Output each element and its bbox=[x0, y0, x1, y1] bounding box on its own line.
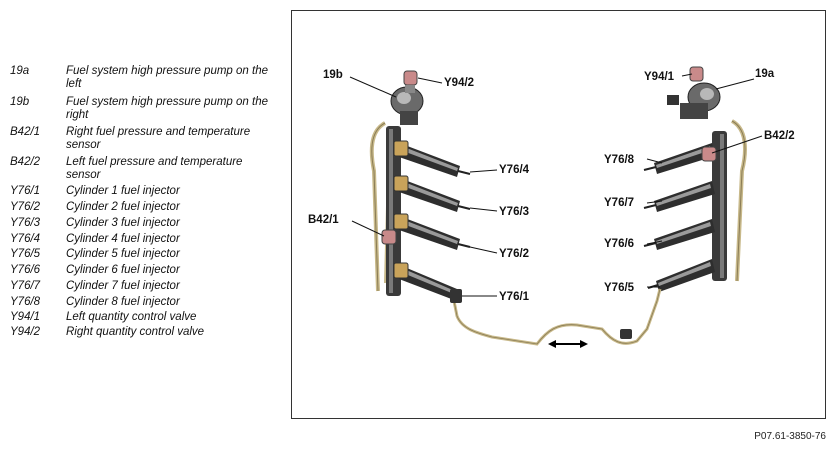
left-fuel-rail bbox=[369, 121, 401, 296]
legend-code: 19b bbox=[10, 96, 30, 108]
callout-y76-6: Y76/6 bbox=[604, 238, 634, 250]
pump-19b bbox=[390, 86, 424, 125]
legend-desc: Fuel system high pressure pump on the ri… bbox=[66, 96, 268, 121]
legend-code: Y94/1 bbox=[10, 311, 41, 323]
legend-code: Y76/4 bbox=[10, 233, 41, 245]
connecting-fuel-line bbox=[450, 288, 662, 346]
legend-code: Y76/7 bbox=[10, 280, 41, 292]
callout-y76-8: Y76/8 bbox=[604, 154, 635, 166]
legend-code: Y76/6 bbox=[10, 264, 41, 276]
callout-y76-5: Y76/5 bbox=[604, 282, 635, 294]
injector-y76-3 bbox=[393, 175, 471, 212]
pump-19a bbox=[667, 82, 721, 119]
sensor-b42-2 bbox=[701, 146, 717, 162]
legend-code: 19a bbox=[10, 65, 30, 77]
legend-code: Y76/2 bbox=[10, 201, 41, 213]
callout-y76-3: Y76/3 bbox=[499, 206, 529, 218]
legend-desc: Left fuel pressure and temperature senso… bbox=[66, 156, 243, 181]
fuel-system-figure: 19b Y94/2 Y94/1 19a B42/2 B42/1 Y76/8 Y7… bbox=[291, 10, 826, 419]
right-fuel-rail bbox=[712, 119, 747, 282]
right-injectors bbox=[643, 143, 715, 292]
callout-y76-7: Y76/7 bbox=[604, 197, 634, 209]
legend-code: Y76/1 bbox=[10, 185, 41, 197]
legend-desc: Right quantity control valve bbox=[66, 326, 205, 338]
legend-desc: Cylinder 8 fuel injector bbox=[66, 296, 180, 308]
injector-y76-4 bbox=[393, 140, 471, 177]
left-injectors bbox=[393, 140, 471, 300]
legend-desc: Cylinder 3 fuel injector bbox=[66, 217, 180, 229]
injector-y76-8 bbox=[643, 143, 715, 174]
legend-code: Y94/2 bbox=[10, 326, 41, 338]
callout-y94-1: Y94/1 bbox=[644, 71, 675, 83]
legend-desc: Cylinder 2 fuel injector bbox=[66, 201, 180, 213]
legend-code: B42/1 bbox=[10, 126, 41, 138]
double-arrow-icon bbox=[548, 340, 588, 348]
legend-desc: Cylinder 7 fuel injector bbox=[66, 280, 180, 292]
legend-code: Y76/5 bbox=[10, 248, 41, 260]
sensor-b42-1 bbox=[381, 229, 397, 245]
legend-desc: Cylinder 1 fuel injector bbox=[66, 185, 180, 197]
legend-code: Y76/8 bbox=[10, 296, 41, 308]
legend-code: Y76/3 bbox=[10, 217, 41, 229]
callout-b42-2: B42/2 bbox=[764, 130, 795, 142]
legend-desc: Cylinder 4 fuel injector bbox=[66, 233, 180, 245]
callout-y76-2: Y76/2 bbox=[499, 248, 529, 260]
figure-reference: P07.61-3850-76 bbox=[754, 431, 826, 442]
legend-desc: Cylinder 5 fuel injector bbox=[66, 248, 180, 260]
legend-desc: Cylinder 6 fuel injector bbox=[66, 264, 180, 276]
injector-y76-6 bbox=[643, 219, 715, 250]
leader-lines bbox=[349, 73, 763, 297]
legend-desc: Right fuel pressure and temperature sens… bbox=[66, 126, 251, 151]
callout-y76-1: Y76/1 bbox=[499, 291, 530, 303]
callout-19a: 19a bbox=[755, 68, 775, 80]
injector-y76-1 bbox=[393, 262, 457, 300]
callout-y94-2: Y94/2 bbox=[444, 77, 474, 89]
legend-code: B42/2 bbox=[10, 156, 41, 168]
injector-y76-2 bbox=[393, 213, 471, 250]
callout-y76-4: Y76/4 bbox=[499, 164, 530, 176]
fuel-system-diagram: 19b Y94/2 Y94/1 19a B42/2 B42/1 Y76/8 Y7… bbox=[308, 66, 795, 348]
legend-desc: Fuel system high pressure pump on the le… bbox=[66, 65, 268, 90]
callout-19b: 19b bbox=[323, 69, 343, 81]
valve-y94-2 bbox=[403, 70, 418, 93]
callout-b42-1: B42/1 bbox=[308, 214, 339, 226]
injector-y76-7 bbox=[643, 181, 715, 212]
legend-desc: Left quantity control valve bbox=[66, 311, 197, 323]
